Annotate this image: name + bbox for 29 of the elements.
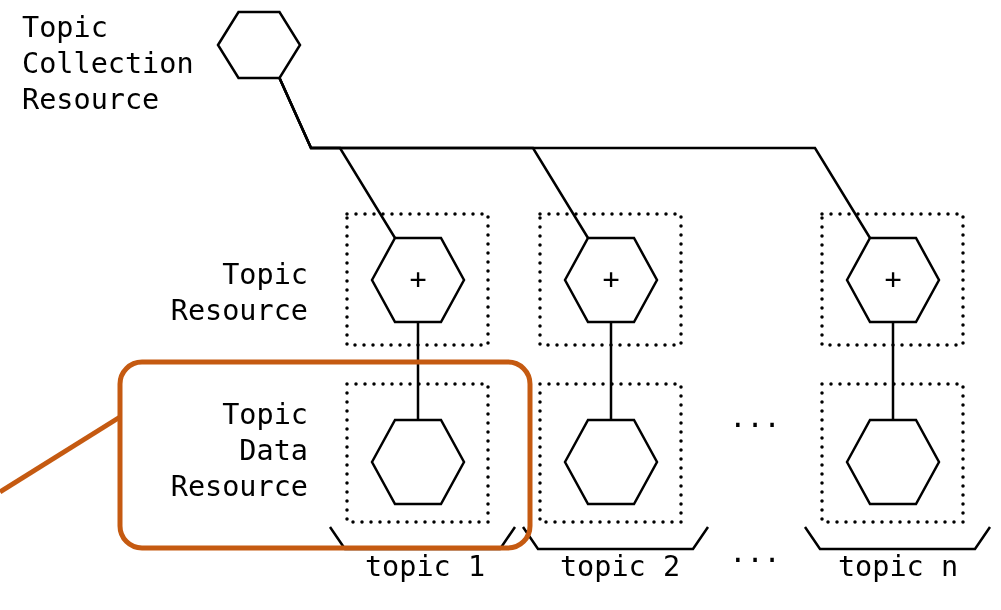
dotted-group-box: [345, 382, 490, 524]
node-text: +: [883, 262, 903, 298]
connector-line: [278, 77, 872, 239]
node-label: Topic Resource: [169, 257, 308, 329]
hexagon-node: [565, 238, 657, 322]
dotted-group-box: [820, 382, 965, 524]
dotted-group-box: [538, 382, 683, 524]
caption-text: ...: [728, 400, 782, 436]
connector-line: [891, 322, 895, 420]
caption-text: ...: [728, 535, 782, 571]
dotted-group-box: [345, 212, 490, 347]
hexagon-node: [218, 12, 300, 78]
node-text: +: [408, 262, 428, 298]
hexagon-node: [847, 420, 939, 504]
caption-text: topic 2: [558, 549, 682, 585]
node-text: +: [601, 262, 621, 298]
connector-line: [416, 322, 420, 420]
caption-text: topic 1: [363, 549, 487, 585]
node-label: Topic Collection Resource: [22, 10, 195, 118]
caption-text: topic n: [836, 549, 960, 585]
dotted-group-box: [820, 212, 965, 347]
hexagon-node: [565, 420, 657, 504]
hexagon-node: [372, 420, 464, 504]
connector-line: [609, 322, 613, 420]
highlight-box: [120, 362, 530, 548]
node-label: Topic Data Resource: [169, 397, 308, 505]
dotted-group-box: [538, 212, 683, 347]
hexagon-node: [847, 238, 939, 322]
hexagon-node: [372, 238, 464, 322]
